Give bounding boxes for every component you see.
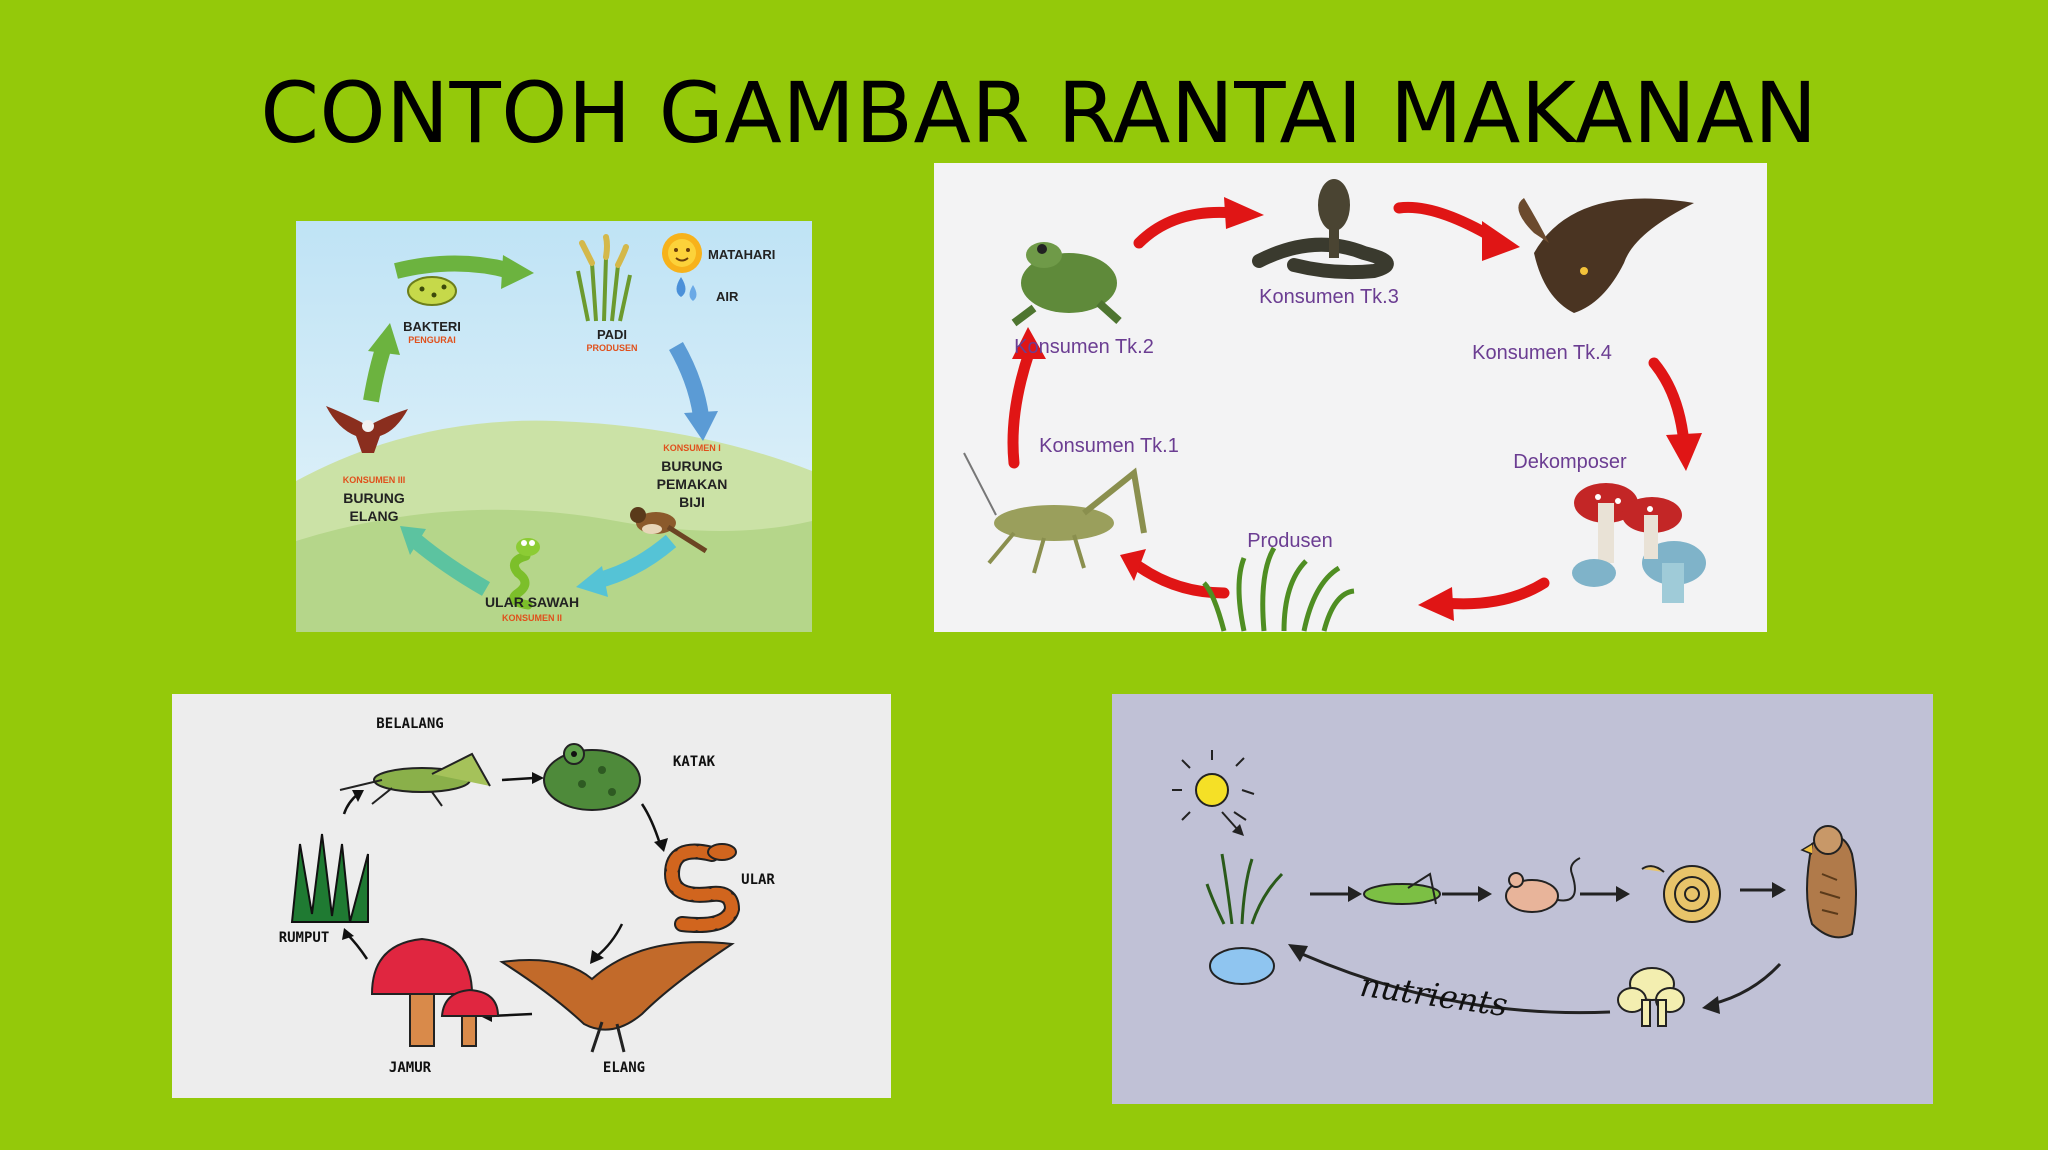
eagle-icon [326,406,408,453]
label-konsumen1-role: KONSUMEN I [663,443,721,453]
grasshopper-drawing-icon [339,752,491,807]
grasshopper-photo-icon [963,452,1147,574]
chain-arrow-heads [1288,882,1786,1014]
nutrients-chain-diagram: nutrients [1112,694,1933,1104]
label-elang-1: BURUNG [343,490,405,506]
label-konsumen-tk3: Konsumen Tk.3 [1259,286,1399,308]
frog-drawing-icon [543,743,641,811]
panel-hand-drawn-food-chain: BELALANG KATAK ULAR ELANG [172,694,891,1098]
label-ular-role: KONSUMEN II [502,613,562,623]
grass-drawing-icon [290,833,369,923]
label-konsumen-tk2: Konsumen Tk.2 [1014,336,1154,358]
hand-drawn-chain-diagram: BELALANG KATAK ULAR ELANG [172,694,891,1098]
label-elang: ELANG [603,1060,645,1076]
snake-coil-icon [1641,865,1721,923]
sparrow-icon [630,507,708,554]
eagle-photo-icon [1518,198,1694,313]
label-burung-3: BIJI [679,494,705,510]
label-padi: PADI [597,327,627,342]
mushroom-small-icon [1617,967,1685,1027]
chain-arrows [1301,888,1782,1015]
snake-icon [509,538,540,610]
mushroom-photo-icon [1572,483,1706,603]
bacteria-icon [407,276,457,306]
water-drop-icon [676,277,697,301]
frog-icon [1011,242,1122,327]
sun-drawing-icon [1172,750,1255,836]
rice-plant-icon [576,234,632,322]
arrow-ular-to-elang [410,534,490,596]
arrow-bakteri-to-padi [394,255,514,279]
label-katak: KATAK [673,754,716,770]
slide-title: CONTOH GAMBAR RANTAI MAKANAN [260,64,1818,162]
label-burung-2: PEMAKAN [657,476,728,492]
label-dekomposer: Dekomposer [1513,451,1627,473]
label-ular-sawah: ULAR SAWAH [485,594,579,610]
consumer-levels-diagram: Konsumen Tk.2 Konsumen Tk.3 Konsumen Tk.… [934,163,1767,632]
label-belalang: BELALANG [376,716,443,732]
label-produsen: Produsen [1247,530,1333,552]
label-air: AIR [716,289,739,304]
panel-nutrients-food-chain: nutrients [1112,694,1933,1104]
label-elang-role: KONSUMEN III [343,475,406,485]
label-konsumen-tk4: Konsumen Tk.4 [1472,342,1612,364]
red-arrow-heads [1012,197,1702,621]
label-bakteri: BAKTERI [403,319,461,334]
mushroom-drawing-icon [370,937,500,1047]
label-matahari: MATAHARI [708,247,775,262]
label-konsumen-tk1: Konsumen Tk.1 [1039,435,1179,457]
label-jamur: JAMUR [389,1060,432,1076]
water-pool-icon [1209,947,1275,985]
label-elang-2: ELANG [350,508,399,524]
panel-consumer-levels-food-chain: Konsumen Tk.2 Konsumen Tk.3 Konsumen Tk.… [934,163,1767,632]
red-cycle-arrows [1007,201,1690,610]
sun-icon [662,233,702,273]
label-rumput: RUMPUT [279,930,330,946]
panel-rice-field-food-chain: MATAHARI AIR PADI PRODUSEN KONSUMEN I BU… [296,221,812,632]
grass-photo-icon [1202,546,1355,632]
cobra-icon [1252,179,1394,280]
label-padi-role: PRODUSEN [586,343,637,353]
grasshopper-small-icon [1363,872,1441,905]
rice-field-chain-diagram: MATAHARI AIR PADI PRODUSEN KONSUMEN I BU… [296,221,812,632]
eagle-drawing-icon [499,941,735,1053]
label-ular: ULAR [741,872,775,888]
label-burung-1: BURUNG [661,458,723,474]
hawk-icon [1800,825,1857,939]
label-bakteri-role: PENGURAI [408,335,456,345]
snake-drawing-icon [663,843,741,933]
mouse-icon [1505,857,1581,913]
grass-small-icon [1205,853,1284,925]
arrow-padi-to-burung [669,342,709,418]
